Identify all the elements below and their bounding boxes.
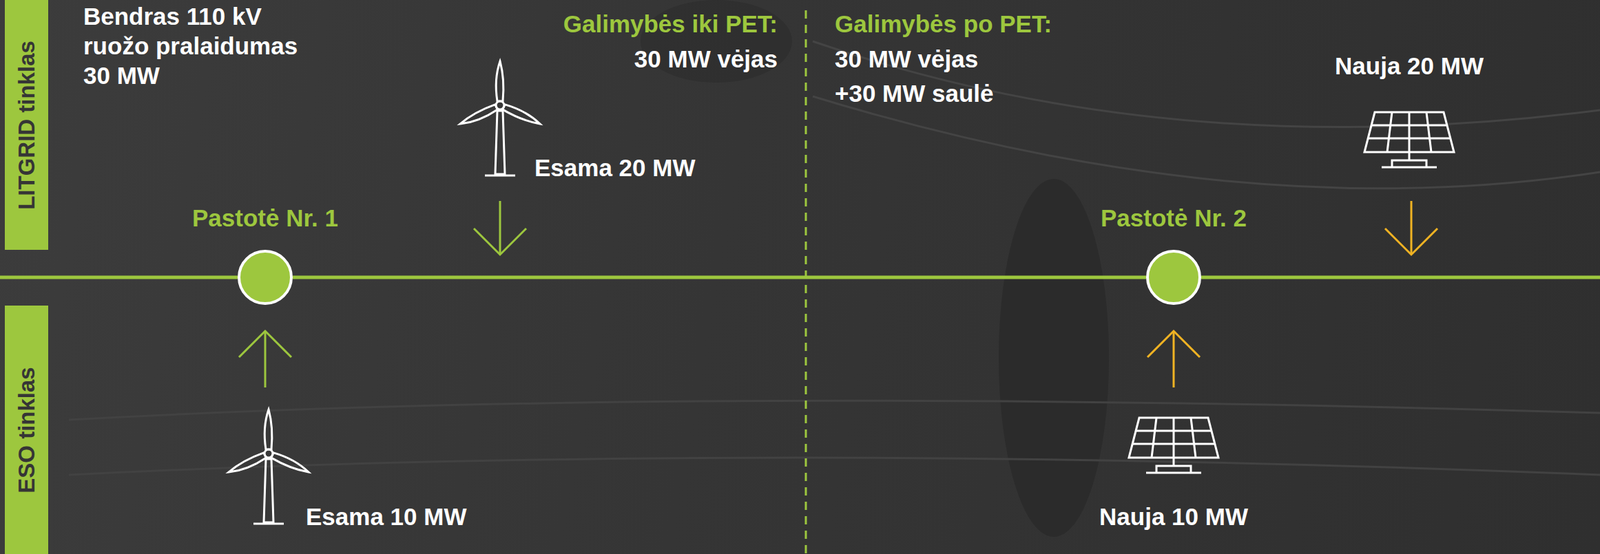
arrow-down [473, 201, 527, 255]
field-track [812, 41, 1600, 128]
divider-line [805, 10, 808, 554]
capacity-label: 30 MW vėjas [634, 44, 778, 74]
field-track [68, 458, 1600, 476]
wind-turbine-icon [227, 409, 311, 525]
field-track [68, 400, 1600, 421]
line-segment [0, 276, 238, 280]
substation-label: Pastotė Nr. 1 [192, 203, 339, 233]
section-heading: Galimybės po PET: [834, 8, 1052, 39]
transmission-line [292, 277, 1147, 279]
line-segment [1201, 276, 1600, 280]
substation-label: Pastotė Nr. 2 [1100, 203, 1247, 233]
tree-shadow [998, 179, 1109, 538]
capacity-label: Bendras 110 kV ruožo pralaidumas 30 MW [83, 1, 311, 91]
connector-line [292, 276, 1147, 280]
substation-circle: Pastotė Nr. 2 [1146, 250, 1202, 306]
grid-band: LITGRID tinklas [4, 0, 49, 251]
capacity-label: Nauja 10 MW [1099, 502, 1249, 532]
field-track [812, 96, 1600, 189]
capacity-label: +30 MW saulė [834, 78, 994, 109]
section-heading: Galimybės iki PET: [563, 8, 778, 39]
solar-panel-icon [1128, 418, 1219, 474]
capacity-label: Esama 20 MW [534, 152, 695, 183]
substation-circle: Pastotė Nr. 1 [237, 250, 293, 306]
capacity-label: 30 MW vėjas [834, 44, 979, 74]
arrow-up [1147, 331, 1200, 388]
grid-name: ESO tinklas [13, 367, 40, 494]
wind-turbine-icon [458, 61, 543, 176]
arrow-up [239, 331, 292, 388]
capacity-label: Nauja 20 MW [1334, 50, 1484, 81]
solar-panel-icon [1364, 112, 1454, 168]
grid-band: ESO tinklas [4, 305, 49, 554]
grid-name: LITGRID tinklas [13, 40, 40, 211]
capacity-label: Esama 10 MW [305, 502, 467, 532]
arrow-down [1385, 201, 1438, 255]
